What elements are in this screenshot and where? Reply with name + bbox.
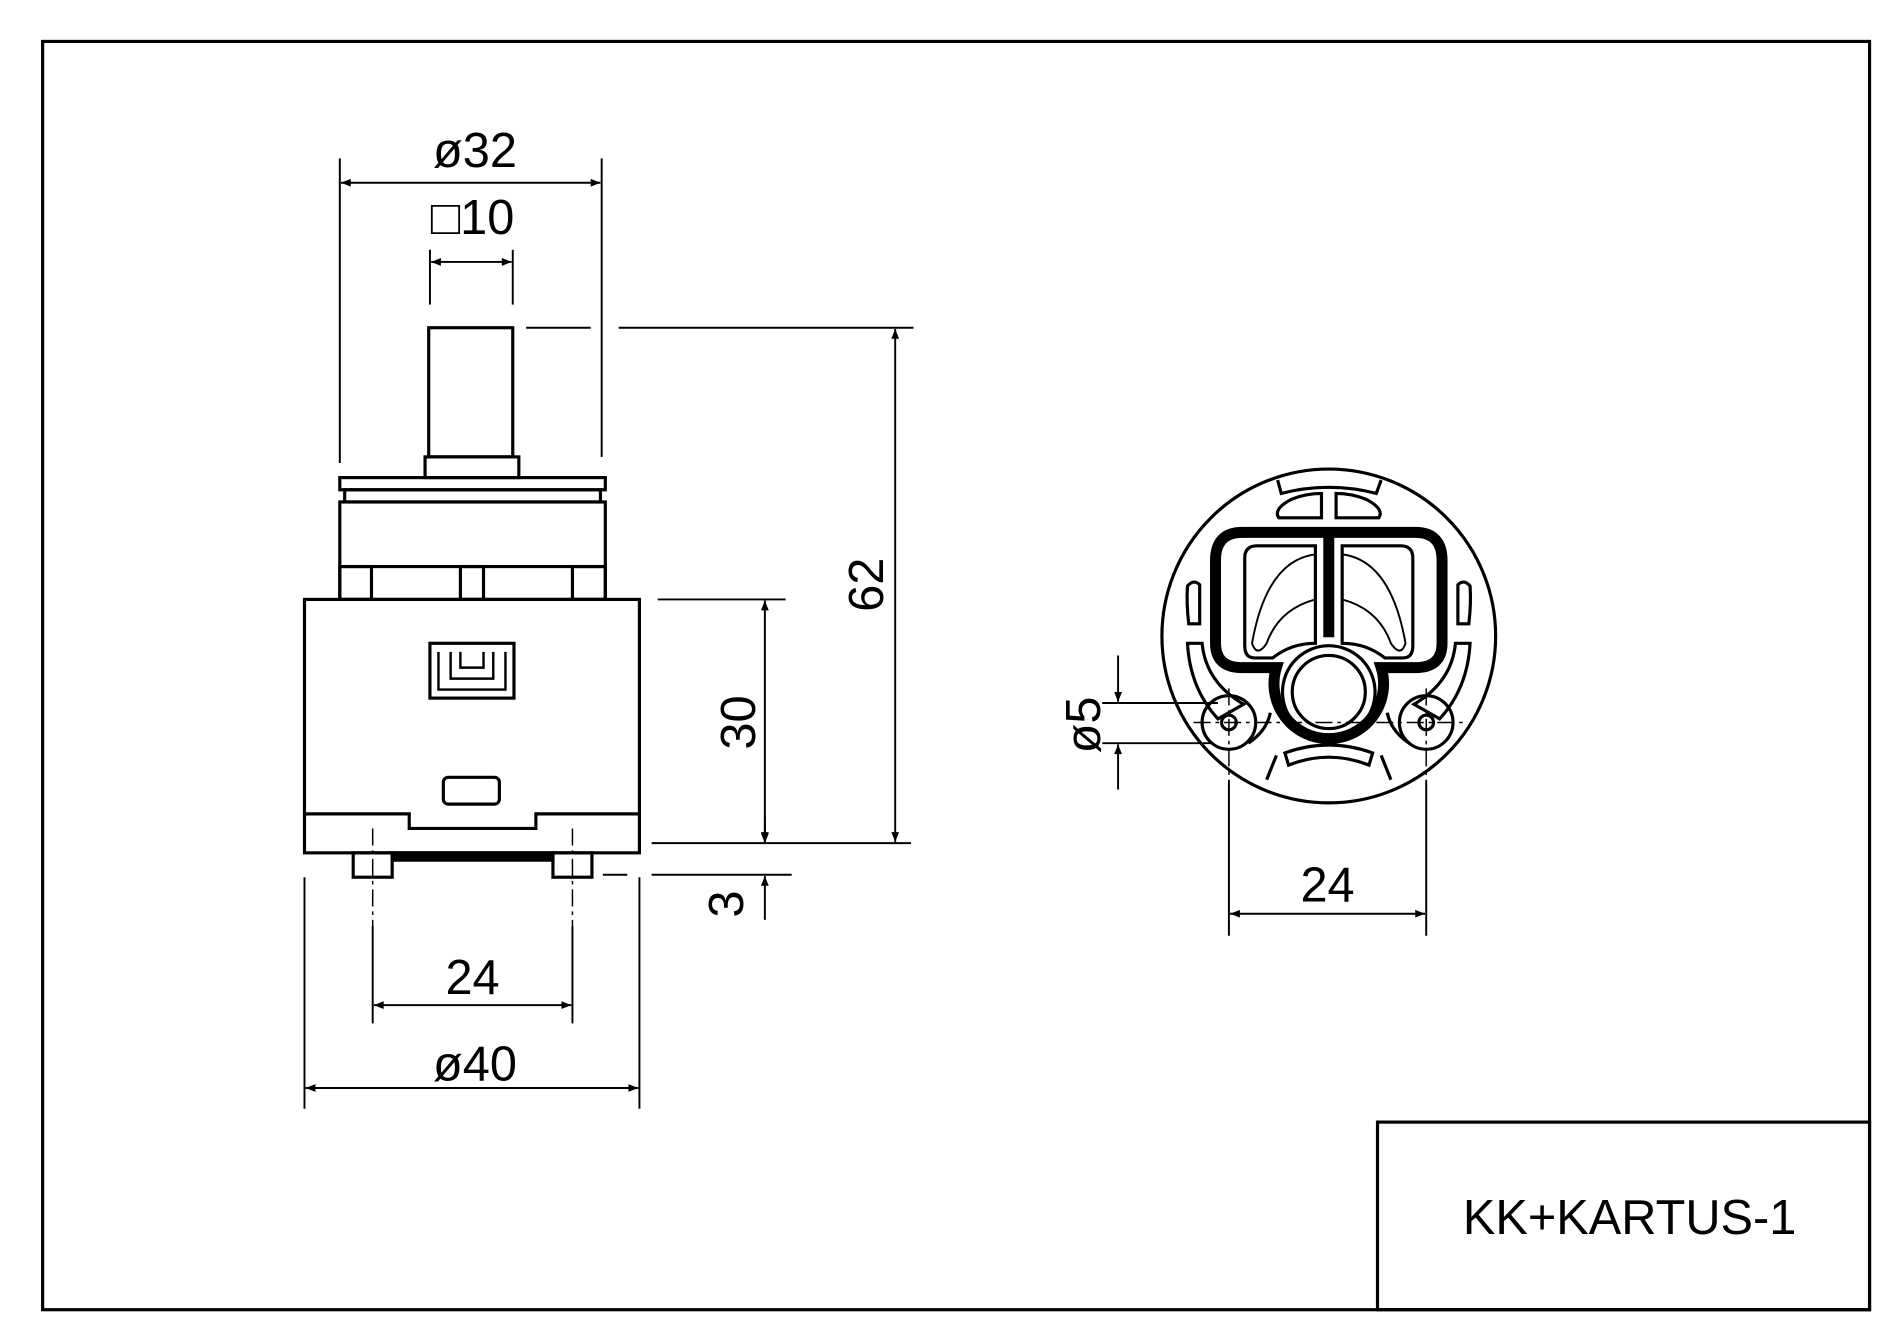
slot bbox=[441, 775, 501, 806]
svg-text:ø32: ø32 bbox=[433, 124, 517, 178]
dimension-pin-height: 3 bbox=[602, 816, 792, 920]
svg-text:□10: □10 bbox=[431, 191, 515, 245]
svg-text:24: 24 bbox=[445, 951, 499, 1005]
title-block: KK+KARTUS-1 bbox=[1375, 1120, 1872, 1312]
svg-text:3: 3 bbox=[700, 890, 754, 917]
cartridge-bottom-outline bbox=[1160, 467, 1498, 805]
cartridge-side-outline bbox=[302, 326, 642, 879]
svg-text:24: 24 bbox=[1300, 859, 1354, 913]
bottom-view: ø5 24 bbox=[1057, 467, 1498, 936]
dimension-body-height: 30 bbox=[657, 598, 786, 842]
dimension-pin-spacing: 24 bbox=[371, 828, 574, 1024]
dimension-total-height: 62 bbox=[526, 326, 914, 845]
svg-text:30: 30 bbox=[712, 695, 766, 749]
dimension-hole-spacing: 24 bbox=[1227, 779, 1428, 936]
dimension-body-diameter: ø40 bbox=[303, 877, 641, 1109]
svg-text:ø40: ø40 bbox=[433, 1038, 517, 1092]
side-view: ø32 □10 62 30 3 bbox=[302, 124, 914, 1109]
dimension-top-diameter: ø32 bbox=[338, 124, 603, 463]
dimension-stem-square: □10 bbox=[428, 191, 515, 305]
dimension-hole-diameter: ø5 bbox=[1057, 655, 1218, 790]
brand-emblem bbox=[428, 641, 516, 700]
drawing-border bbox=[41, 39, 1872, 1312]
drawing-name: KK+KARTUS-1 bbox=[1463, 1191, 1796, 1245]
svg-text:62: 62 bbox=[840, 558, 894, 612]
svg-text:ø5: ø5 bbox=[1057, 696, 1111, 753]
